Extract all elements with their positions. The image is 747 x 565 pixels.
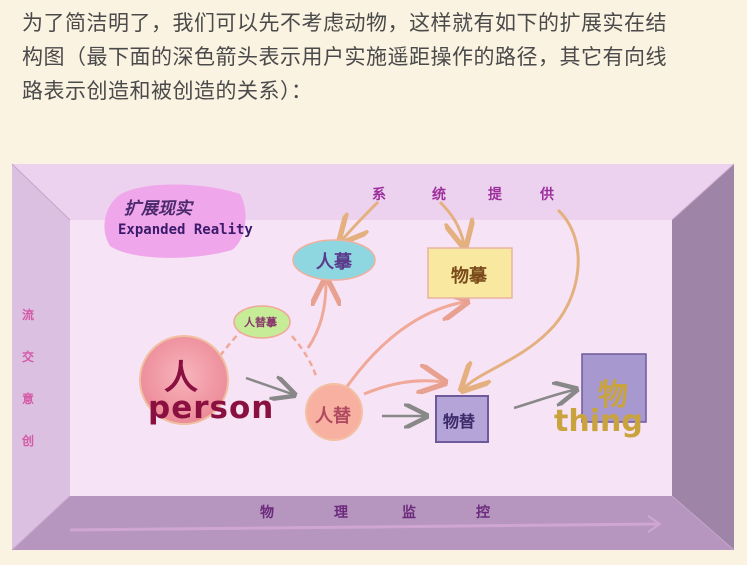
logo-english: Expanded Reality xyxy=(118,222,253,238)
ren-ti-label: 人替 xyxy=(315,406,351,427)
physical-char-4: 控 xyxy=(476,505,490,521)
wu-label: 物 xyxy=(598,378,628,413)
arrow-ren-ti-to-ren-mo xyxy=(306,282,326,349)
expanded-reality-diagram: 扩展现实 Expanded Reality 系 统 提 供 物 理 监 控 创 … xyxy=(0,150,747,565)
arrow-system-to-wu-ti xyxy=(464,208,580,388)
arrow-ren-ti-to-wu-ti xyxy=(363,381,442,394)
intro-line-2: 构图（最下面的深色箭头表示用户实施遥距操作的路径，其它有向线 xyxy=(22,45,667,69)
system-char-1: 系 xyxy=(372,187,386,203)
person-chinese: 人 xyxy=(164,358,198,398)
wu-mo-rect xyxy=(427,247,513,299)
ren-ti-mo-label: 人替摹 xyxy=(244,316,277,329)
side-char-1: 创 xyxy=(22,434,35,448)
intro-paragraph: 为了简洁明了，我们可以先不考虑动物，这样就有如下的扩展实在结 构图（最下面的深色… xyxy=(22,6,727,108)
physical-char-3: 监 xyxy=(402,505,416,521)
arrow-system-to-ren-mo xyxy=(342,200,380,240)
physical-char-2: 理 xyxy=(334,505,348,521)
logo-chinese: 扩展现实 xyxy=(124,199,192,219)
wu-ti-rect xyxy=(435,395,489,443)
logo-blob xyxy=(104,184,246,258)
wu-mo-label: 物摹 xyxy=(451,266,487,287)
thing-english: thing xyxy=(554,404,643,439)
intro-line-1: 为了简洁明了，我们可以先不考虑动物，这样就有如下的扩展实在结 xyxy=(22,11,667,35)
diagram-canvas xyxy=(11,163,735,551)
arrow-system-to-wu-mo xyxy=(438,200,464,244)
ren-mo-label: 人摹 xyxy=(316,252,352,273)
arrow-wu-ti-to-wu xyxy=(513,390,574,410)
wu-ti-label: 物替 xyxy=(443,412,476,431)
bottom-control-track xyxy=(69,522,661,532)
person-english: person xyxy=(148,390,275,426)
ren-ti-mo-ellipse xyxy=(233,305,291,339)
arrow-person-to-ren-ti xyxy=(245,378,292,394)
dash-ren-ti-mo-to-ren-ti xyxy=(291,335,318,377)
side-char-3: 交 xyxy=(22,350,35,364)
ren-ti-circle xyxy=(305,383,363,441)
person-circle xyxy=(139,335,229,425)
system-char-3: 提 xyxy=(488,187,502,203)
arrow-ren-ti-to-wu-mo xyxy=(344,302,464,389)
side-char-4: 流 xyxy=(22,308,35,322)
side-char-2: 意 xyxy=(22,392,35,406)
intro-line-3: 路表示创造和被创造的关系）： xyxy=(22,79,313,103)
ren-mo-ellipse xyxy=(292,239,376,281)
system-char-2: 统 xyxy=(432,187,446,203)
system-char-4: 供 xyxy=(540,187,554,203)
wu-rect xyxy=(581,353,647,423)
physical-char-1: 物 xyxy=(260,505,274,521)
